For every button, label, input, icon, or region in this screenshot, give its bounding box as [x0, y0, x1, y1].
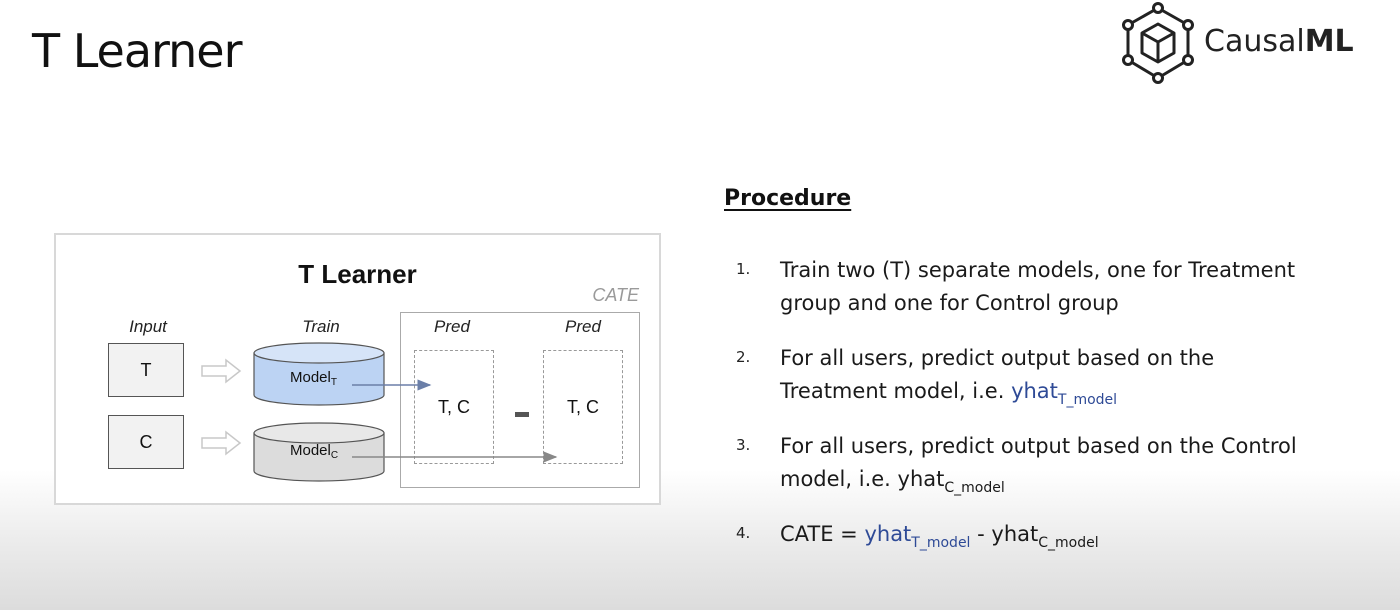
pred-right-label: T, C: [566, 396, 599, 417]
procedure-heading: Procedure: [724, 186, 852, 211]
model-c-base: Model: [290, 442, 331, 459]
treatment-input-box: T: [108, 343, 184, 397]
pred-column-label-left: Pred: [434, 317, 470, 336]
step-text-prefix: Treatment model, i.e.: [780, 379, 1012, 403]
causalml-logo: CausalML: [1116, 2, 1396, 86]
yhat-subscript: T_model: [1057, 392, 1118, 408]
pred-box-left: T, C: [414, 350, 494, 464]
t-learner-diagram: T Learner CATE Input Train Pred Pred T C…: [54, 233, 661, 505]
input-column-label: Input: [129, 317, 167, 336]
cube-network-icon: [1122, 2, 1194, 84]
step-number: 3.: [736, 436, 751, 454]
yhat-treatment-term: yhat: [864, 522, 912, 546]
logo-wordmark: CausalML: [1204, 24, 1354, 59]
logo-name-bold: ML: [1304, 24, 1354, 59]
step-text-line-2: model, i.e. yhatC_model: [780, 463, 1370, 505]
model-c-sub: C: [330, 450, 339, 461]
train-column-label: Train: [302, 317, 340, 336]
yhat-control-subscript: C_model: [1038, 535, 1099, 551]
yhat-term: yhat: [1011, 379, 1058, 403]
step-number: 1.: [736, 260, 751, 278]
model-t-sub: T: [330, 377, 337, 388]
step-text-formula: CATE = yhatT_model - yhatC_model: [780, 518, 1370, 560]
model-c-label: ModelC: [290, 442, 338, 461]
model-t-cylinder: [253, 342, 385, 406]
control-input-box: C: [108, 415, 184, 469]
diagram-overlay: [201, 342, 558, 482]
step-text-line-2: Treatment model, i.e. yhatT_model: [780, 375, 1370, 417]
model-t-label: ModelT: [290, 369, 337, 388]
model-t-base: Model: [290, 369, 331, 386]
cate-label: CATE: [592, 285, 639, 305]
step-text-prefix: model, i.e.: [780, 467, 898, 491]
cate-box: [400, 312, 640, 488]
slide-title: T Learner: [32, 24, 242, 78]
control-input-label: C: [139, 431, 153, 452]
yhat-term: yhat: [897, 467, 945, 491]
formula-minus: -: [970, 522, 992, 546]
pred-left-label: T, C: [437, 396, 470, 417]
yhat-treatment-subscript: T_model: [911, 535, 971, 551]
step-text-line-1: For all users, predict output based on t…: [780, 434, 1297, 458]
diagram-title: T Learner: [298, 259, 417, 289]
yhat-control-term: yhat: [991, 522, 1039, 546]
model-c-cylinder: [253, 422, 385, 482]
minus-sign: [515, 412, 529, 417]
logo-name-regular: Causal: [1204, 24, 1305, 59]
treatment-input-label: T: [140, 359, 152, 380]
step-text-line-1: For all users, predict output based on t…: [780, 346, 1215, 370]
pred-box-right: T, C: [543, 350, 623, 464]
input-arrow-control: [201, 430, 242, 456]
yhat-subscript: C_model: [944, 480, 1005, 496]
step-number: 4.: [736, 524, 751, 542]
step-number: 2.: [736, 348, 751, 366]
step-text-line-1: Train two (T) separate models, one for T…: [780, 258, 1296, 282]
step-text-line-2: group and one for Control group: [780, 291, 1119, 315]
input-arrow-treatment: [201, 358, 242, 384]
pred-column-label-right: Pred: [565, 317, 601, 336]
formula-prefix: CATE =: [780, 522, 865, 546]
